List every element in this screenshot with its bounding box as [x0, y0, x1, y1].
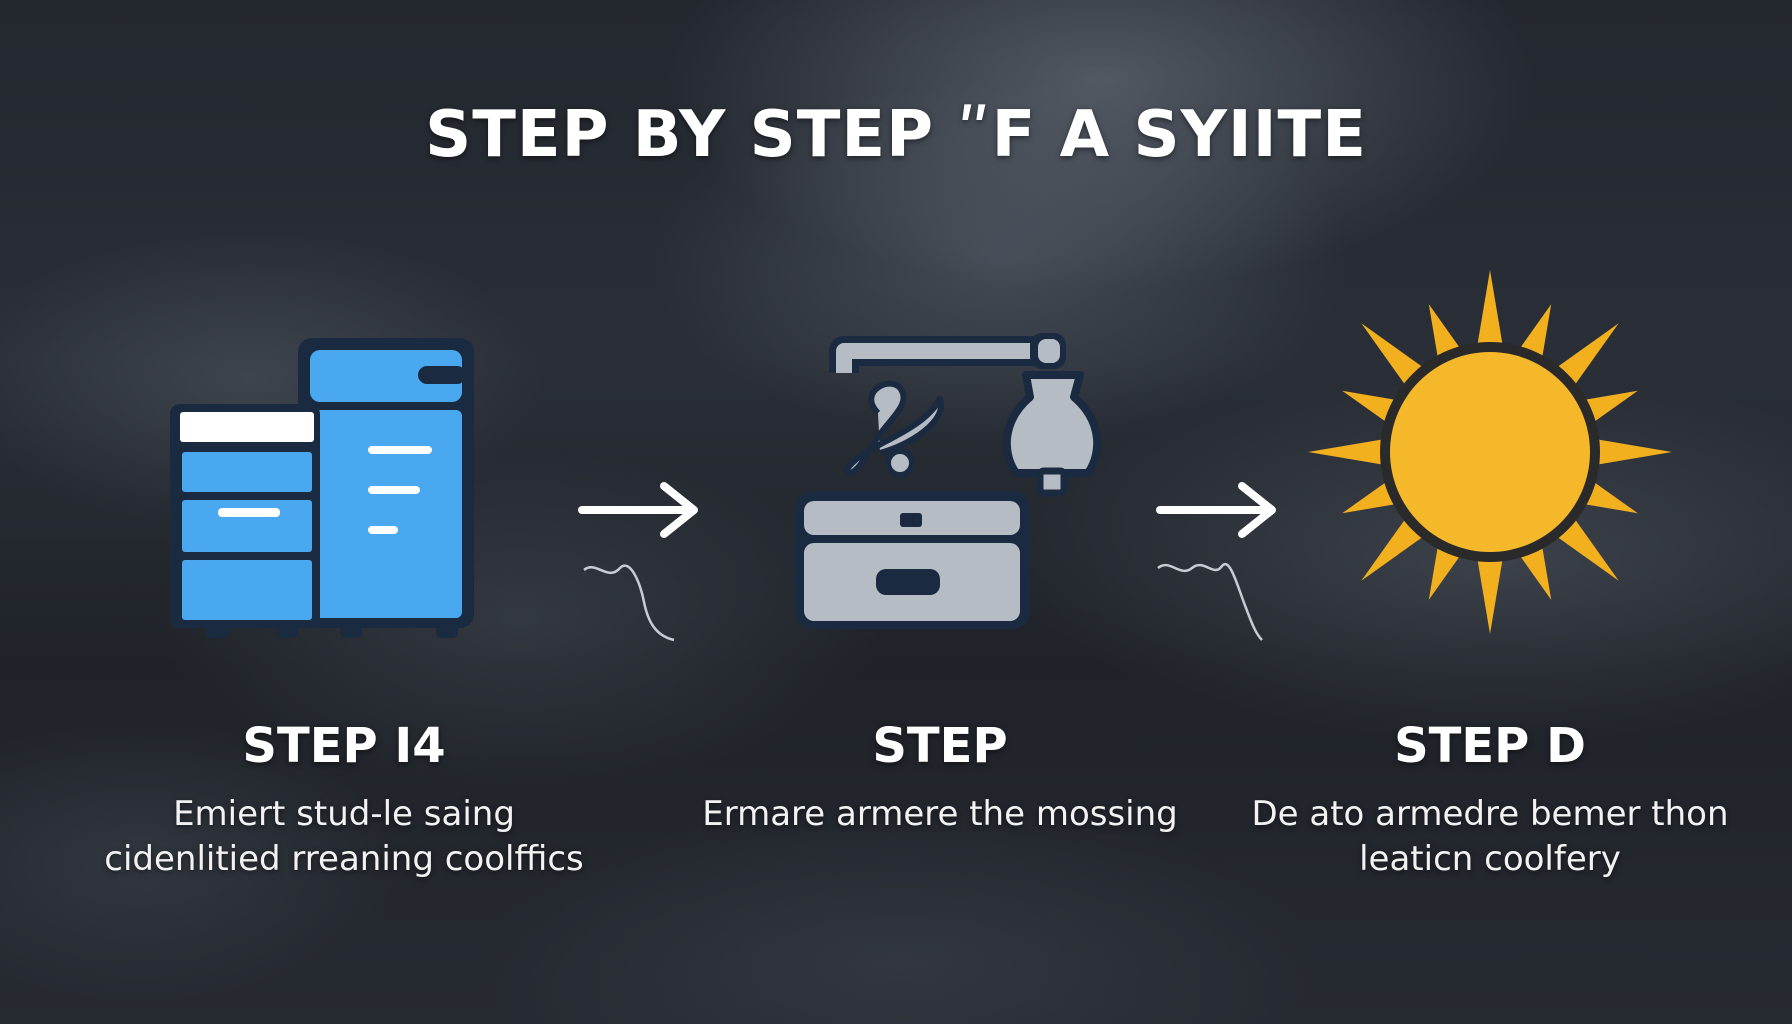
- cabinet-icon: [170, 338, 474, 638]
- sun-ray: [1589, 438, 1672, 466]
- step-description-3: De ato armedre bemer thon leaticn coolfe…: [1251, 794, 1729, 879]
- sun-icon: [1308, 270, 1672, 634]
- sun-ray: [1476, 551, 1504, 634]
- sun-ray: [1476, 270, 1504, 353]
- step-description-2: Ermare armere the mossing: [702, 794, 1178, 834]
- squiggle-line-icon: [1157, 562, 1263, 641]
- step-description-1: Emiert stud-le saing cidenlitied rreanin…: [104, 794, 584, 879]
- step-label-3: STEP D: [1394, 718, 1586, 774]
- step-label-1: STEP I4: [242, 718, 446, 774]
- page-title: STEP BY STEP ʺF A SYIITE: [425, 98, 1367, 172]
- sun-ray: [1308, 438, 1391, 466]
- squiggle-line-icon: [583, 564, 675, 642]
- faucet-basin-icon: [794, 333, 1102, 629]
- arrow-right-icon: [578, 482, 698, 538]
- arrow-right-icon: [1156, 482, 1276, 538]
- step-label-2: STEP: [872, 718, 1008, 774]
